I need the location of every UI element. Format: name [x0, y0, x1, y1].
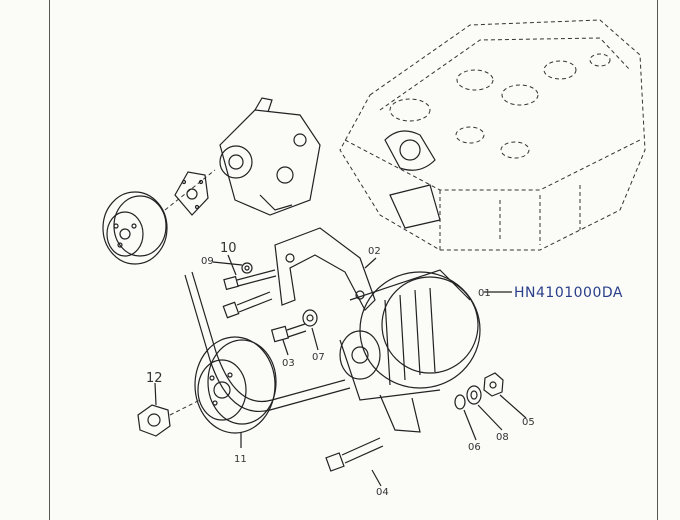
callout-06: 06	[468, 442, 481, 453]
bolt-04	[325, 437, 384, 472]
callout-12: 12	[146, 371, 163, 386]
cylinder-head-outline	[339, 19, 646, 251]
pulley-nut	[137, 399, 201, 437]
callout-01: 01	[478, 288, 491, 299]
callout-05: 05	[522, 417, 535, 428]
nut-05	[483, 372, 504, 397]
callout-10: 10	[220, 241, 237, 256]
water-pump	[219, 97, 321, 216]
left-border-line	[49, 0, 50, 520]
right-border-line	[657, 0, 658, 520]
pump-flange	[174, 171, 209, 216]
callout-03: 03	[282, 358, 295, 369]
washer-09	[241, 262, 253, 274]
fan-pulley	[102, 169, 216, 265]
washer-07	[302, 309, 318, 327]
washer-06	[454, 394, 466, 410]
callout-08: 08	[496, 432, 509, 443]
crankshaft-pulley	[194, 336, 277, 434]
callout-07: 07	[312, 352, 325, 363]
bolt-10	[223, 269, 277, 291]
leader-lines	[154, 254, 527, 487]
alternator-bracket	[274, 227, 376, 312]
bolt-left-lower	[222, 291, 273, 319]
nut-08	[466, 385, 482, 405]
callout-02: 02	[368, 246, 381, 257]
callout-09: 09	[201, 256, 214, 267]
handwritten-part-number: HN4101000DA	[514, 285, 623, 301]
alternator	[339, 269, 481, 433]
callout-04: 04	[376, 487, 389, 498]
callout-11: 11	[234, 454, 247, 465]
bolt-03	[270, 323, 307, 343]
